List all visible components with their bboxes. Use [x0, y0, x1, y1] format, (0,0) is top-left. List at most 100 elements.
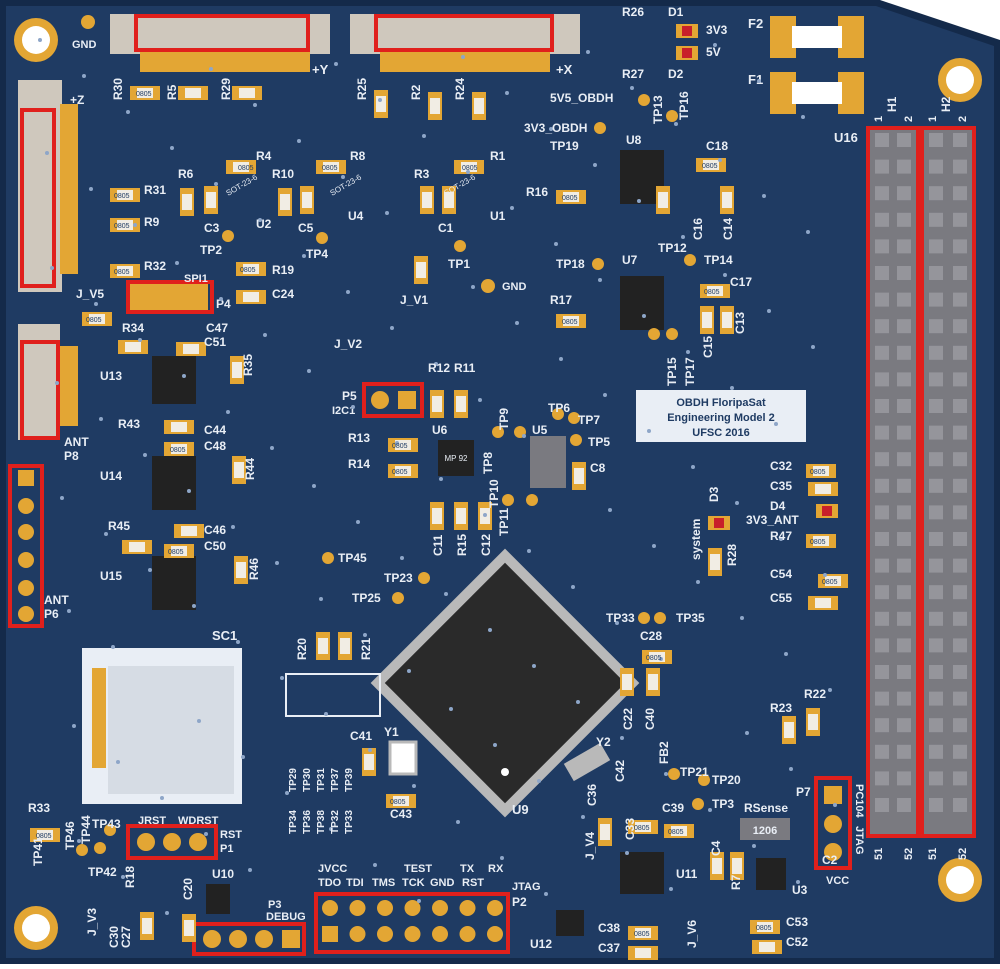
connector-p6[interactable] [8, 464, 44, 628]
connector-p7[interactable] [814, 776, 852, 870]
resistor-body [171, 546, 187, 556]
connector-p1[interactable] [126, 824, 218, 860]
fuse-f2-body [792, 26, 842, 48]
mount-hole-bl-drill [22, 914, 50, 942]
test-point-pad[interactable] [418, 572, 430, 584]
via [187, 489, 191, 493]
label-c44: C44 [204, 423, 226, 437]
test-point-pad[interactable] [648, 328, 660, 340]
test-point-pad[interactable] [692, 798, 704, 810]
connector-plus-z[interactable] [18, 80, 78, 292]
label-tp46: TP46 [63, 821, 77, 850]
value-marking: 0805 [756, 925, 772, 932]
connector-plus-x[interactable] [350, 14, 580, 72]
test-point-pad[interactable] [322, 552, 334, 564]
connector-plus-y[interactable] [110, 14, 330, 72]
test-point-pad[interactable] [594, 122, 606, 134]
test-point-pad[interactable] [666, 110, 678, 122]
via [99, 417, 103, 421]
via [515, 321, 519, 325]
connector-p8[interactable] [18, 324, 78, 440]
connector-p5[interactable] [362, 382, 424, 418]
test-point-pad[interactable] [454, 240, 466, 252]
via [148, 568, 152, 572]
via [674, 122, 678, 126]
label-f2: F2 [748, 16, 763, 31]
header-pin [953, 133, 967, 147]
via [527, 549, 531, 553]
capacitor-body [710, 554, 720, 570]
label-u5: U5 [532, 423, 548, 437]
via [60, 496, 64, 500]
header-pin [953, 558, 967, 573]
header-pin [929, 425, 943, 440]
test-point-pad[interactable] [668, 768, 680, 780]
test-point-pad[interactable] [222, 230, 234, 242]
via [219, 297, 223, 301]
test-point-pad[interactable] [638, 612, 650, 624]
header-pin [875, 345, 889, 360]
via [126, 110, 130, 114]
label-tp11: TP11 [497, 508, 511, 536]
label-tp-col: TP29 [288, 768, 299, 792]
test-point-pad[interactable] [492, 426, 504, 438]
test-point-pad[interactable] [666, 328, 678, 340]
label-tp43: TP43 [92, 817, 121, 831]
gnd-mid-pad[interactable] [481, 279, 495, 293]
label-u15: U15 [100, 569, 122, 583]
label-r44: R44 [243, 458, 257, 480]
via [686, 350, 690, 354]
test-point-pad[interactable] [698, 774, 710, 786]
label-r34: R34 [122, 321, 144, 335]
resistor-body [635, 928, 651, 938]
test-point-pad[interactable] [392, 592, 404, 604]
test-point-pad[interactable] [94, 842, 106, 854]
value-marking: 0805 [390, 799, 406, 806]
test-point-pad[interactable] [638, 94, 650, 106]
via [735, 501, 739, 505]
connector-plus-y-body [110, 14, 330, 54]
test-point-pad[interactable] [592, 258, 604, 270]
test-point-pad[interactable] [654, 612, 666, 624]
via [356, 520, 360, 524]
resistor-body [243, 264, 259, 274]
via [510, 206, 514, 210]
capacitor-body [432, 508, 442, 524]
via [615, 621, 619, 625]
p2-top-label-jvcc: JVCC [318, 863, 347, 875]
test-point-pad[interactable] [76, 844, 88, 856]
resistor-body [181, 526, 197, 536]
test-point-pad[interactable] [502, 494, 514, 506]
fuse-f1-body [792, 82, 842, 104]
header-pin [953, 611, 967, 626]
test-point-pad[interactable] [526, 494, 538, 506]
test-point-pad[interactable] [104, 824, 116, 836]
gnd-top-pad[interactable] [81, 15, 95, 29]
mount-hole-br-drill [946, 866, 974, 894]
label-v55_obdh: 5V5_OBDH [550, 91, 613, 105]
label-j_v3: J_V3 [85, 908, 99, 936]
header-pin [929, 505, 943, 520]
test-point-pad[interactable] [552, 408, 564, 420]
header-h2-highlight [920, 126, 976, 838]
test-point-pad[interactable] [570, 434, 582, 446]
test-point-pad[interactable] [568, 412, 580, 424]
label-p7: P7 [796, 785, 811, 799]
ic-u15 [152, 556, 196, 610]
via [625, 851, 629, 855]
connector-p4[interactable] [126, 280, 214, 314]
label-r35: R35 [241, 354, 255, 376]
sd-card-slot[interactable] [82, 648, 242, 804]
connector-p2[interactable] [314, 892, 510, 954]
via [713, 43, 717, 47]
label-h1-pin2: 2 [903, 116, 915, 122]
via [368, 748, 372, 752]
header-pin [875, 665, 889, 679]
test-point-pad[interactable] [684, 254, 696, 266]
label-d4: D4 [770, 499, 786, 513]
label-tp12: TP12 [658, 241, 687, 255]
header-pin [953, 505, 967, 520]
label-u13: U13 [100, 369, 122, 383]
label-tp45: TP45 [338, 551, 367, 565]
test-point-pad[interactable] [316, 232, 328, 244]
